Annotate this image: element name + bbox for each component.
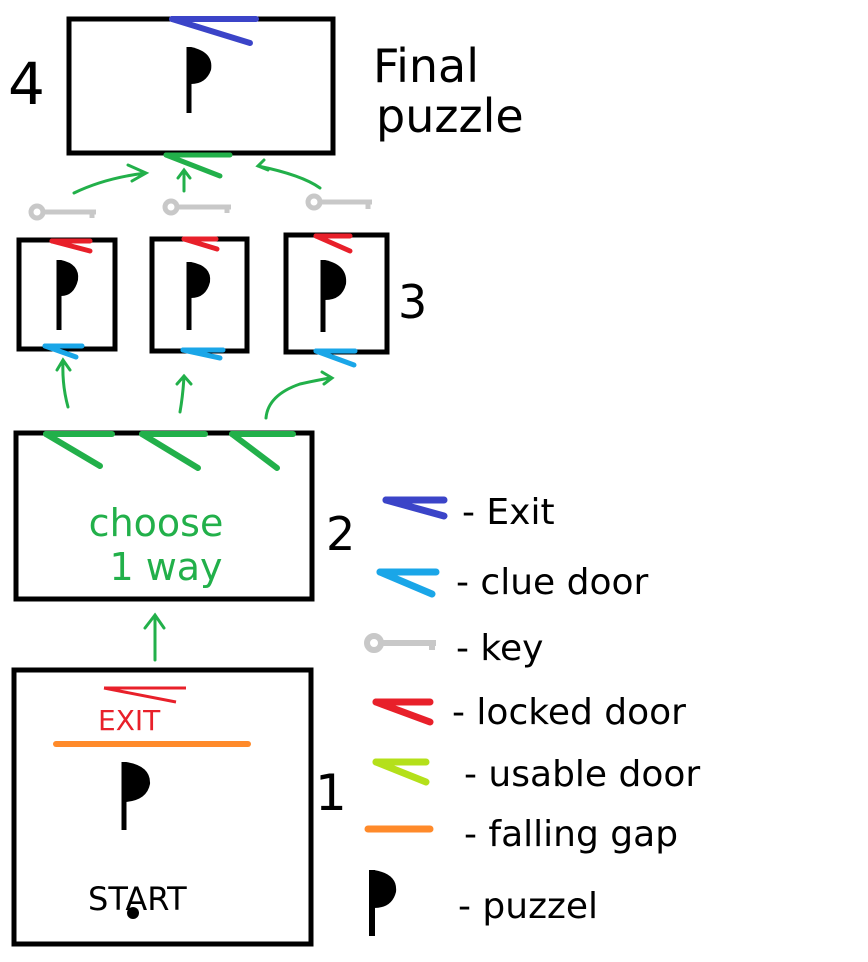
key-icon bbox=[364, 633, 436, 653]
puzzle-flag-icon bbox=[121, 762, 151, 830]
puzzle-flag-icon bbox=[186, 47, 212, 113]
room-4-number: 4 bbox=[8, 50, 45, 118]
usable-door-icon bbox=[139, 431, 208, 471]
usable-door-icon bbox=[372, 758, 430, 786]
final-label-line2: puzzle bbox=[376, 89, 524, 143]
legend-item-exit: - Exit bbox=[382, 492, 555, 533]
puzzle-flag-icon bbox=[186, 262, 211, 330]
arrow-to-room-3c bbox=[264, 370, 335, 420]
legend-label: - falling gap bbox=[464, 814, 678, 855]
legend-label: - key bbox=[456, 628, 543, 669]
legend-label: - usable door bbox=[464, 754, 700, 795]
room-3a bbox=[16, 237, 118, 360]
locked-door-icon bbox=[372, 698, 434, 726]
arrow-to-room-3b bbox=[175, 373, 193, 414]
exit-door-icon bbox=[169, 16, 259, 46]
usable-door-icon bbox=[163, 152, 233, 179]
arrow-to-room-3a bbox=[55, 357, 72, 409]
legend-item-falling-gap: - falling gap bbox=[364, 814, 678, 855]
legend: - Exit - clue door - key - locked door bbox=[364, 492, 700, 936]
room-3c bbox=[283, 232, 390, 368]
arrow-to-room-2 bbox=[143, 612, 166, 662]
arrow-right-to-final bbox=[255, 158, 322, 190]
room-4-box bbox=[66, 16, 336, 156]
room-1: EXIT START bbox=[11, 667, 314, 947]
legend-item-locked-door: - locked door bbox=[372, 692, 686, 733]
puzzle-flag-icon bbox=[369, 870, 397, 936]
arrow-left-to-final bbox=[72, 163, 150, 195]
legend-label: - locked door bbox=[452, 692, 686, 733]
room-4: 4 Final puzzle bbox=[8, 16, 524, 179]
arrows-to-room-4 bbox=[72, 158, 322, 195]
legend-label: - Exit bbox=[462, 492, 555, 533]
crossed-exit: EXIT bbox=[98, 686, 186, 737]
usable-door-icon bbox=[229, 431, 296, 471]
room-1-exit-label: EXIT bbox=[98, 704, 161, 737]
clue-door-icon bbox=[376, 568, 440, 598]
clue-door-icon bbox=[180, 347, 226, 361]
room-1-number: 1 bbox=[315, 764, 347, 822]
puzzle-flag-icon bbox=[320, 260, 347, 332]
locked-door-icon bbox=[181, 236, 220, 252]
arrows-to-rooms-3 bbox=[55, 357, 335, 420]
legend-item-key: - key bbox=[364, 628, 543, 669]
room-2-number: 2 bbox=[326, 507, 355, 561]
legend-item-puzzle: - puzzel bbox=[369, 870, 598, 936]
clue-door-icon bbox=[42, 343, 85, 360]
start-point-icon bbox=[127, 907, 139, 919]
room-2-line1: choose bbox=[89, 501, 224, 545]
room-3b bbox=[149, 236, 250, 361]
room-3-number: 3 bbox=[398, 275, 427, 329]
room-2: choose 1 way bbox=[13, 430, 315, 602]
legend-label: - clue door bbox=[456, 562, 649, 603]
final-label-line1: Final bbox=[373, 39, 479, 93]
legend-item-usable-door: - usable door bbox=[372, 754, 700, 795]
usable-door-icon bbox=[43, 431, 115, 469]
exit-door-icon bbox=[382, 496, 448, 520]
key-icon-1 bbox=[28, 203, 96, 221]
key-icon-2 bbox=[162, 198, 231, 216]
arrow-center-to-final bbox=[176, 167, 192, 193]
legend-item-clue-door: - clue door bbox=[376, 562, 649, 603]
locked-door-icon bbox=[313, 233, 353, 254]
key-icon-3 bbox=[305, 193, 372, 211]
legend-label: - puzzel bbox=[458, 886, 598, 927]
room-2-line2: 1 way bbox=[109, 545, 222, 589]
locked-door-icon bbox=[49, 238, 93, 254]
puzzle-flag-icon bbox=[56, 260, 79, 330]
clue-door-icon bbox=[313, 348, 358, 368]
room-1-box bbox=[11, 667, 314, 947]
